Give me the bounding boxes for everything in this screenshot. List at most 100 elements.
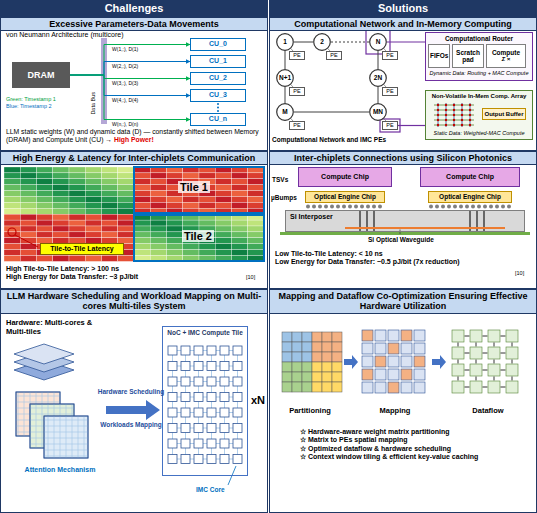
panel-frames (1, 152, 268, 289)
mapping-illustration (375, 369, 386, 380)
heatmap-cell (37, 226, 53, 232)
heatmap-cell (134, 191, 150, 197)
mapping-illustration (494, 343, 495, 347)
connector (70, 75, 190, 120)
mapping-illustration (494, 360, 495, 364)
mapping-illustration (332, 332, 342, 342)
heatmap-cell (215, 220, 231, 226)
heatmap-cell (134, 179, 150, 185)
heatmap-cell (85, 226, 101, 232)
heatmap-cell (199, 202, 215, 208)
chip-stack (14, 344, 74, 364)
heatmap-cell (20, 197, 36, 203)
bus-label: Data Bus (90, 85, 97, 121)
heatmap-cell (4, 238, 20, 244)
micro-bumps (330, 205, 334, 209)
heatmap-cell (85, 256, 101, 262)
heatmap-cell (150, 226, 166, 232)
node-text: Computational Network and In-Memory Comp… (273, 19, 533, 29)
label-text: ☆ Hardware-aware weight matrix partition… (300, 428, 532, 436)
heatmap-cell (53, 197, 69, 203)
compute-chip: Compute Chip (420, 167, 520, 187)
noc-grid (220, 362, 229, 371)
heatmap-cell (134, 250, 150, 256)
circle-outline (277, 34, 294, 51)
node-text: PE (290, 88, 304, 94)
heatmap-cell (248, 244, 264, 250)
heatmap-cell (37, 220, 53, 226)
mapping-illustration (401, 382, 412, 393)
crossbar-array (430, 101, 478, 129)
label-text: Green: Timestamp 1 (6, 96, 76, 103)
node-text: N+1 (276, 74, 294, 81)
micro-bumps (312, 205, 316, 209)
heatmap-cell (150, 238, 166, 244)
node-subtext: Dynamic Data: Routing + MAC Compute (428, 70, 530, 76)
column-header: Challenges (0, 0, 268, 17)
timestamp-note: Green: Timestamp 1Blue: Timestamp 2 (6, 96, 76, 109)
heatmap-cell (85, 191, 101, 197)
mapping-illustration (282, 342, 292, 352)
noc-grid (181, 346, 190, 355)
heatmap-cell (232, 202, 248, 208)
mapping-illustration (312, 372, 322, 382)
mapping-illustration (375, 343, 386, 354)
noc-grid (181, 393, 190, 402)
crossbar-array (461, 109, 463, 111)
node-text: Excessive Parameters-Data Movements (4, 19, 264, 29)
mapping-illustration (452, 347, 464, 359)
heatmap-cell (232, 226, 248, 232)
crossbar-array (470, 103, 471, 127)
mapping-illustration (322, 332, 332, 342)
compute-unit-box: CU_0 (190, 38, 246, 51)
mapping-illustration (388, 356, 399, 367)
heatmap-cell (118, 226, 134, 232)
crossbar-array (461, 119, 463, 121)
heatmap-cell (134, 220, 150, 226)
network-node: N+1 (276, 69, 294, 87)
noc-grid (220, 424, 229, 433)
heatmap-cell (85, 185, 101, 191)
circle-outline (277, 70, 294, 87)
node-text: 2 (313, 38, 331, 45)
heatmap-cell (118, 185, 134, 191)
heatmap-cell (215, 238, 231, 244)
heatmap-cell (53, 185, 69, 191)
ellipsis-dots (217, 103, 219, 112)
heatmap-cell (118, 208, 134, 214)
node-text: Output Buffer (483, 111, 525, 118)
label-text: Tile 2 (182, 230, 214, 242)
noc-grid (233, 377, 242, 386)
label-text: Data Bus (90, 92, 96, 115)
network-node: 2 (313, 33, 331, 51)
crossbar-array (446, 103, 447, 127)
heatmap-cell (215, 202, 231, 208)
mapping-illustration (375, 356, 386, 367)
panel-frames (270, 290, 537, 513)
flow-arrow (344, 355, 358, 369)
optical-engine-chip: Optical Engine Chip (305, 191, 385, 203)
compute-tile: NoC + IMC Compute Tile (162, 326, 248, 476)
heatmap-cell (37, 167, 53, 173)
mapping-illustration (312, 342, 322, 352)
pe-box: PE (326, 51, 342, 60)
noc-grid (168, 393, 177, 402)
node-text: PE (383, 52, 397, 58)
mapping-illustration (282, 362, 292, 372)
interposer-layer (285, 210, 525, 232)
heatmap-cell (37, 208, 53, 214)
mapping-illustration (414, 356, 425, 367)
micro-bumps (372, 205, 376, 209)
bus-label: W(2,:), D(2) (112, 63, 172, 69)
pe-box: PE (382, 87, 398, 96)
crossbar-array (469, 119, 471, 121)
compute-unit-box: CU_2 (190, 72, 246, 85)
flow-arrow (344, 355, 446, 369)
attention-matrices (44, 416, 88, 458)
figure-label: Attention Mechanism (10, 466, 110, 474)
heatmap-cell (69, 191, 85, 197)
noc-grid (233, 346, 242, 355)
heatmap-cell (69, 185, 85, 191)
heatmap-cell (150, 197, 166, 203)
